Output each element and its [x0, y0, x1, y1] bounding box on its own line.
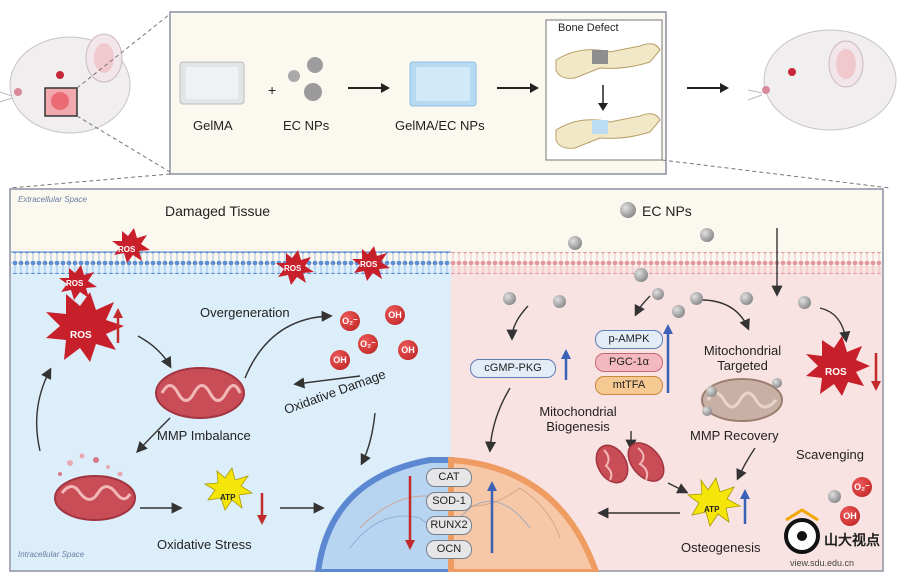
- marker-ocn: OCN: [426, 540, 472, 559]
- ec-np-particle: [652, 288, 664, 300]
- ros-big-star-icon: [46, 292, 124, 362]
- watermark-brand: 山大视点: [824, 532, 880, 548]
- hydroxyl-radical: OH: [330, 350, 350, 370]
- ros-label: ROS: [118, 245, 136, 254]
- marker-p-ampk: p-AMPK: [595, 330, 663, 349]
- overgeneration-label: Overgeneration: [200, 305, 290, 320]
- ec-nps-label: EC NPs: [283, 118, 330, 133]
- ros-label: ROS: [66, 279, 84, 288]
- watermark-url: view.sdu.edu.cn: [790, 558, 855, 568]
- marker-pgc1a: PGC-1α: [595, 353, 663, 372]
- ec-np-particle: [828, 490, 841, 503]
- atp-right-label: ATP: [704, 505, 720, 514]
- ros-right-star-icon: [806, 336, 870, 396]
- nucleus-icon: [314, 456, 600, 572]
- cgmp-pkg-chip: cGMP-PKG: [470, 359, 556, 378]
- ec-np-particle: [740, 292, 753, 305]
- main-panel-graphics: [9, 188, 884, 572]
- ros-label: ROS: [360, 260, 378, 269]
- mitochondrion-icon: [155, 367, 245, 419]
- hydroxyl-radical: OH: [398, 340, 418, 360]
- atp-right-star-icon: [686, 477, 742, 527]
- marker-runx2: RUNX2: [426, 516, 472, 535]
- superoxide-radical: O₂⁻: [852, 477, 872, 497]
- marker-cat: CAT: [426, 468, 472, 487]
- mouse-right-icon: [747, 29, 897, 131]
- atp-star-icon: [203, 467, 254, 511]
- marker-sod1: SOD-1: [426, 492, 472, 511]
- sdu-logo-icon: [784, 508, 820, 554]
- mitochondrial-biogenesis-label: Mitochondrial Biogenesis: [539, 404, 617, 434]
- extracellular-space-label: Extracellular Space: [18, 195, 87, 204]
- superoxide-radical: O₂⁻: [358, 334, 378, 354]
- ros-right-label: ROS: [825, 367, 847, 378]
- ec-np-particle: [503, 292, 516, 305]
- osteogenesis-label: Osteogenesis: [681, 540, 761, 555]
- top-panel-graphics: [0, 11, 897, 189]
- hydroxyl-radical: OH: [385, 305, 405, 325]
- ec-np-particle: [700, 228, 714, 242]
- mitochondrial-targeted-label: Mitochondrial Targeted: [703, 343, 782, 373]
- marker-mttfa: mtTFA: [595, 376, 663, 395]
- mmp-recovery-label: MMP Recovery: [690, 428, 779, 443]
- ec-nps-legend-label: EC NPs: [642, 203, 692, 219]
- gelma-ec-nps-label: GelMA/EC NPs: [395, 118, 485, 133]
- superoxide-radical: O₂⁻: [340, 311, 360, 331]
- mouse-left-icon: [0, 33, 131, 134]
- atp-label: ATP: [220, 493, 236, 502]
- mmp-imbalance-label: MMP Imbalance: [157, 428, 251, 443]
- ros-star-icon: [59, 228, 390, 300]
- ec-np-legend-ball: [620, 202, 636, 218]
- ros-label: ROS: [284, 264, 302, 273]
- small-mitochondria-icon: [595, 442, 665, 484]
- gelma-label: GelMA: [193, 118, 233, 133]
- scavenging-label: Scavenging: [796, 447, 864, 462]
- ec-np-particle: [553, 295, 566, 308]
- ec-np-particle: [706, 386, 717, 397]
- damaged-mitochondrion-icon: [54, 453, 136, 521]
- ec-np-particle: [772, 378, 782, 388]
- oxidative-stress-label: Oxidative Stress: [157, 537, 252, 552]
- intracellular-space-label: Intracellular Space: [18, 550, 85, 559]
- plus-sign: +: [268, 82, 277, 98]
- bone-defect-label: Bone Defect: [558, 22, 619, 34]
- damaged-tissue-label: Damaged Tissue: [165, 203, 271, 219]
- hydroxyl-radical: OH: [840, 506, 860, 526]
- recovered-mitochondrion-icon: [701, 378, 783, 422]
- ec-np-particle: [798, 296, 811, 309]
- ec-np-particle: [634, 268, 648, 282]
- ec-np-particle: [672, 305, 685, 318]
- ec-np-particle: [690, 292, 703, 305]
- ec-np-particle: [702, 406, 712, 416]
- ec-np-particle: [568, 236, 582, 250]
- ros-big-label: ROS: [70, 330, 92, 341]
